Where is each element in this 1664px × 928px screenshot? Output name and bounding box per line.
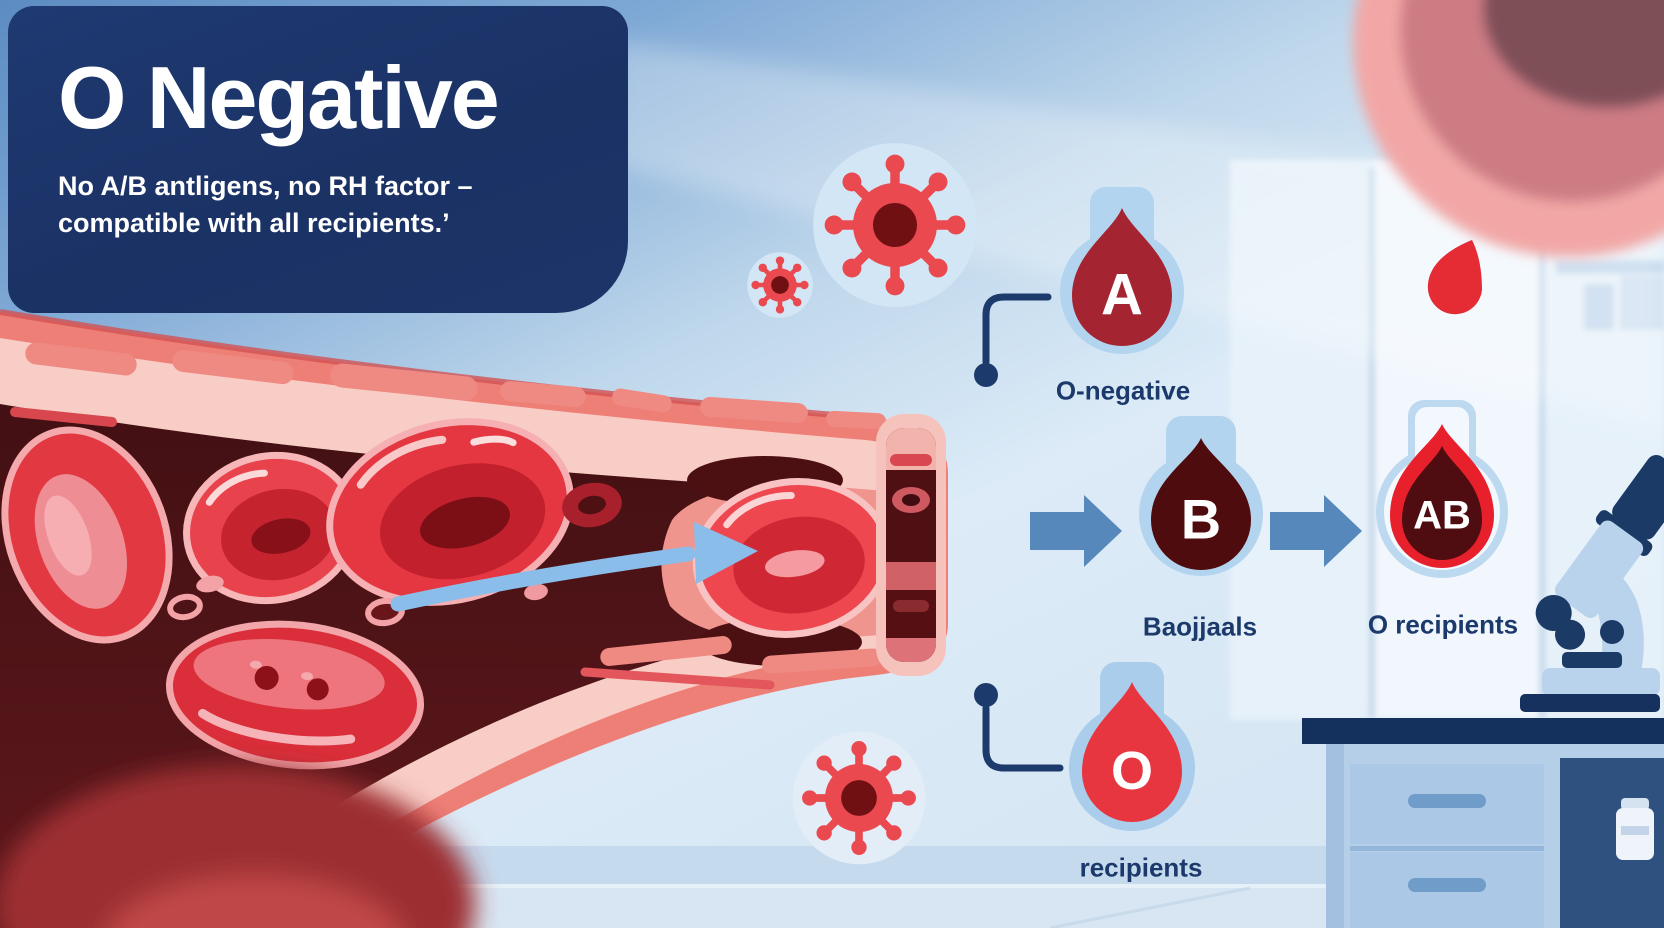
- header-card: O Negative No A/B antligens, no RH facto…: [8, 6, 628, 313]
- subtitle-line-2: compatible with all recipients.’: [58, 208, 450, 239]
- drop-letter-o: O: [1110, 741, 1154, 801]
- label-o-recipients: O recipients: [1367, 609, 1519, 640]
- jar-icon: [1616, 798, 1654, 860]
- flow-arrow-icon-2: [1270, 495, 1362, 567]
- drop-letter-b: B: [1180, 487, 1222, 551]
- red-blood-cell-icon: [1, 418, 892, 770]
- flow-direction-arrow: [390, 522, 758, 612]
- connector-top: [974, 293, 1052, 387]
- blood-drop-icon: [1427, 240, 1482, 315]
- antigen-virus-icon-large: [813, 143, 977, 307]
- lab-bench: [1302, 718, 1664, 928]
- drop-letter-ab: AB: [1413, 493, 1471, 538]
- microscope-icon: [1520, 454, 1664, 712]
- drop-letter-a: A: [1101, 262, 1143, 328]
- blurred-red-cell: [1353, 0, 1664, 257]
- vessel-lining-cells: [25, 342, 886, 430]
- antigen-virus-icon-small: [747, 252, 813, 318]
- label-b-recipients: Baojjaals: [1142, 611, 1258, 642]
- connector-bottom: [974, 683, 1064, 772]
- label-o-negative: O-negative: [1055, 375, 1191, 406]
- drawer-1-handle: [1408, 794, 1486, 808]
- blood-drop-badge-a: [1060, 187, 1184, 354]
- flow-arrow-icon-1: [1030, 495, 1122, 567]
- drawer-2-handle: [1408, 878, 1486, 892]
- header-subtitle: No A/B antligens, no RH factor – compati…: [58, 168, 588, 242]
- blood-drop-badge-ab: [1376, 400, 1508, 578]
- blood-drop-badge-o: [1069, 662, 1195, 831]
- vessel-cut-face: [876, 414, 946, 676]
- subtitle-line-1: No A/B antligens, no RH factor –: [58, 171, 473, 202]
- antigen-virus-icon-bottom: [792, 731, 926, 865]
- label-recipients: recipients: [1079, 852, 1203, 883]
- blood-drop-badge-b: [1139, 416, 1263, 576]
- blurred-cell-bottom-left: [0, 765, 475, 928]
- page-title: O Negative: [58, 48, 500, 147]
